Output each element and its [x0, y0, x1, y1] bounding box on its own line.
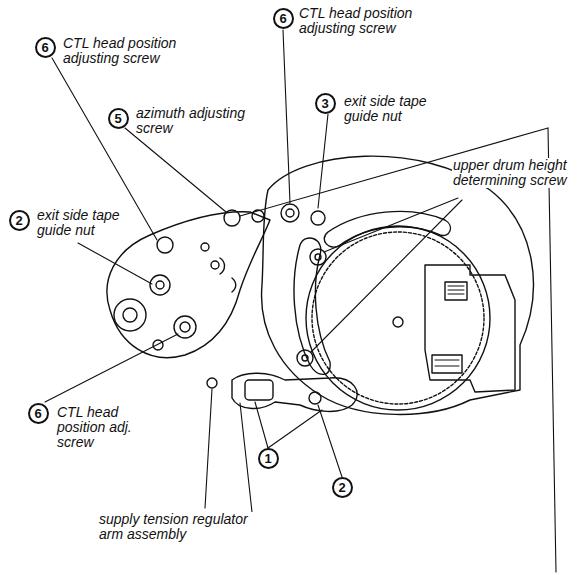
screw: [157, 237, 173, 253]
callout-number: 5: [114, 112, 121, 125]
part-label: upper drum height determining screw: [452, 158, 572, 188]
pins: [435, 286, 464, 366]
part-label: exit side tape guide nut: [36, 208, 130, 238]
guide-post: [156, 281, 164, 289]
screw: [286, 209, 294, 217]
head-plate: [107, 212, 270, 358]
screw: [180, 322, 190, 332]
callout-circle: 5: [108, 108, 129, 129]
drum-spindle: [393, 317, 403, 327]
hole: [201, 243, 209, 251]
hole: [153, 340, 163, 350]
callout-circle: 2: [332, 477, 353, 498]
guide-nut: [302, 355, 308, 361]
part-label: supply tension regulator arm assembly: [98, 512, 260, 542]
tension-arm: [232, 373, 357, 411]
part-label: exit side tape guide nut: [343, 94, 463, 124]
hole: [211, 261, 219, 269]
screw: [311, 211, 325, 225]
chassis-plate: [262, 156, 534, 414]
callout-number: 6: [34, 407, 41, 420]
callout-number: 6: [279, 12, 286, 25]
screw: [281, 204, 299, 222]
callout-circle: 6: [28, 403, 49, 424]
callout-circle: 6: [273, 8, 294, 29]
callout-number: 3: [321, 97, 328, 110]
motor-board: [425, 265, 515, 392]
part-label: CTL head position adjusting screw: [62, 36, 214, 66]
drum-outline: [306, 226, 490, 410]
screw: [224, 210, 240, 226]
roller-hub: [123, 308, 137, 322]
connector: [432, 355, 462, 373]
part-label: azimuth adjusting screw: [135, 106, 262, 136]
guide-slot: [324, 211, 450, 247]
slot: [220, 258, 236, 292]
guide-nut: [297, 350, 313, 366]
guide-nut: [315, 254, 321, 260]
guide-nut: [310, 249, 326, 265]
callout-circle: 3: [315, 93, 336, 114]
callout-number: 2: [338, 481, 345, 494]
arm-pivot: [309, 392, 321, 404]
callout-circle: 6: [35, 37, 56, 58]
part-label: CTL head position adjusting screw: [298, 6, 470, 36]
connector: [445, 282, 467, 300]
tension-pin: [207, 378, 217, 388]
part-label: CTL head position adj. screw: [56, 405, 158, 450]
roller: [114, 299, 146, 331]
callout-number: 6: [41, 41, 48, 54]
callout-number: 1: [264, 452, 271, 465]
guide-slot: [294, 238, 330, 374]
guide-post: [150, 275, 170, 295]
arm-block: [245, 380, 273, 400]
leader-lines: [45, 30, 556, 572]
callout-number: 2: [15, 214, 22, 227]
callout-circle: 2: [9, 210, 30, 231]
callout-circle: 1: [258, 448, 279, 469]
